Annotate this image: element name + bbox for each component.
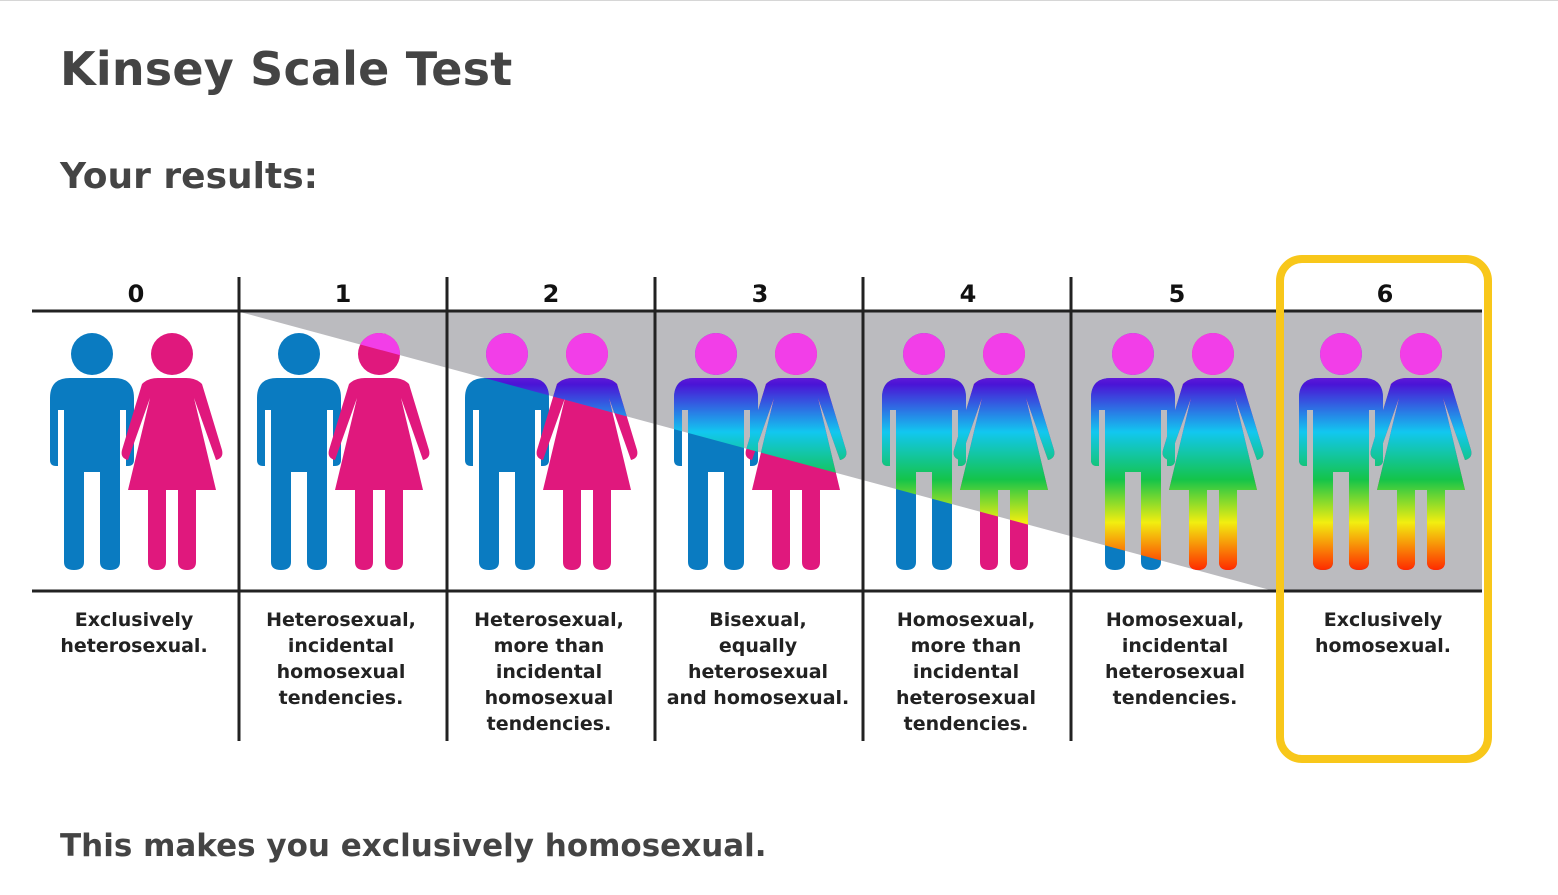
- rating-numbers: 0 1 2 3 4 5 6: [128, 280, 1394, 308]
- figure-pair-0: [50, 333, 223, 570]
- female-figure-icon: [121, 378, 223, 570]
- male-head-rainbow: [1320, 333, 1362, 375]
- female-head-rainbow: [983, 333, 1025, 375]
- female-head-rainbow: [775, 333, 817, 375]
- male-figure-icon: [465, 378, 549, 570]
- rating-number-6: 6: [1377, 280, 1394, 308]
- female-figure-icon-rainbow: [1162, 378, 1264, 570]
- male-head-rainbow: [695, 333, 737, 375]
- rainbow-overlay-6: [1299, 333, 1472, 570]
- rainbow-overlay-5: [1091, 333, 1264, 570]
- female-head-rainbow: [1400, 333, 1442, 375]
- female-head-rainbow: [1192, 333, 1234, 375]
- figure-pair-2: [465, 333, 638, 570]
- figure-pair-5: [1091, 333, 1264, 570]
- page-title: Kinsey Scale Test: [60, 42, 513, 96]
- male-figure-icon-rainbow: [674, 378, 758, 570]
- female-figure-icon-rainbow: [953, 378, 1055, 570]
- figure-pair-4: [882, 333, 1055, 570]
- male-head-rainbow: [1112, 333, 1154, 375]
- selected-rating-highlight: [1276, 255, 1492, 763]
- rating-number-1: 1: [335, 280, 352, 308]
- rating-number-0: 0: [128, 280, 145, 308]
- female-head-rainbow: [566, 333, 608, 375]
- result-summary: This makes you exclusively homosexual.: [60, 828, 767, 864]
- female-head: [151, 333, 193, 375]
- top-border-line: [0, 0, 1558, 1]
- figure-pair-3: [674, 333, 847, 570]
- rating-number-2: 2: [543, 280, 560, 308]
- rating-number-3: 3: [752, 280, 769, 308]
- male-figure-icon-rainbow: [1299, 378, 1383, 570]
- figure-pairs: [50, 333, 1472, 570]
- rating-number-4: 4: [960, 280, 977, 308]
- female-figure-icon: [328, 378, 430, 570]
- female-figure-icon-rainbow: [1370, 378, 1472, 570]
- results-label: Your results:: [60, 156, 319, 197]
- male-head-rainbow: [903, 333, 945, 375]
- male-head-rainbow: [486, 333, 528, 375]
- figure-pair-6: [1299, 333, 1472, 570]
- male-head: [278, 333, 320, 375]
- figure-pair-1: [257, 333, 430, 570]
- male-head: [71, 333, 113, 375]
- homosexual-spectrum-wedge: [240, 312, 1482, 591]
- male-figure-icon: [257, 378, 341, 570]
- female-figure-icon: [536, 378, 638, 570]
- male-figure-icon-rainbow: [1091, 378, 1175, 570]
- male-figure-icon: [50, 378, 134, 570]
- rating-number-5: 5: [1169, 280, 1186, 308]
